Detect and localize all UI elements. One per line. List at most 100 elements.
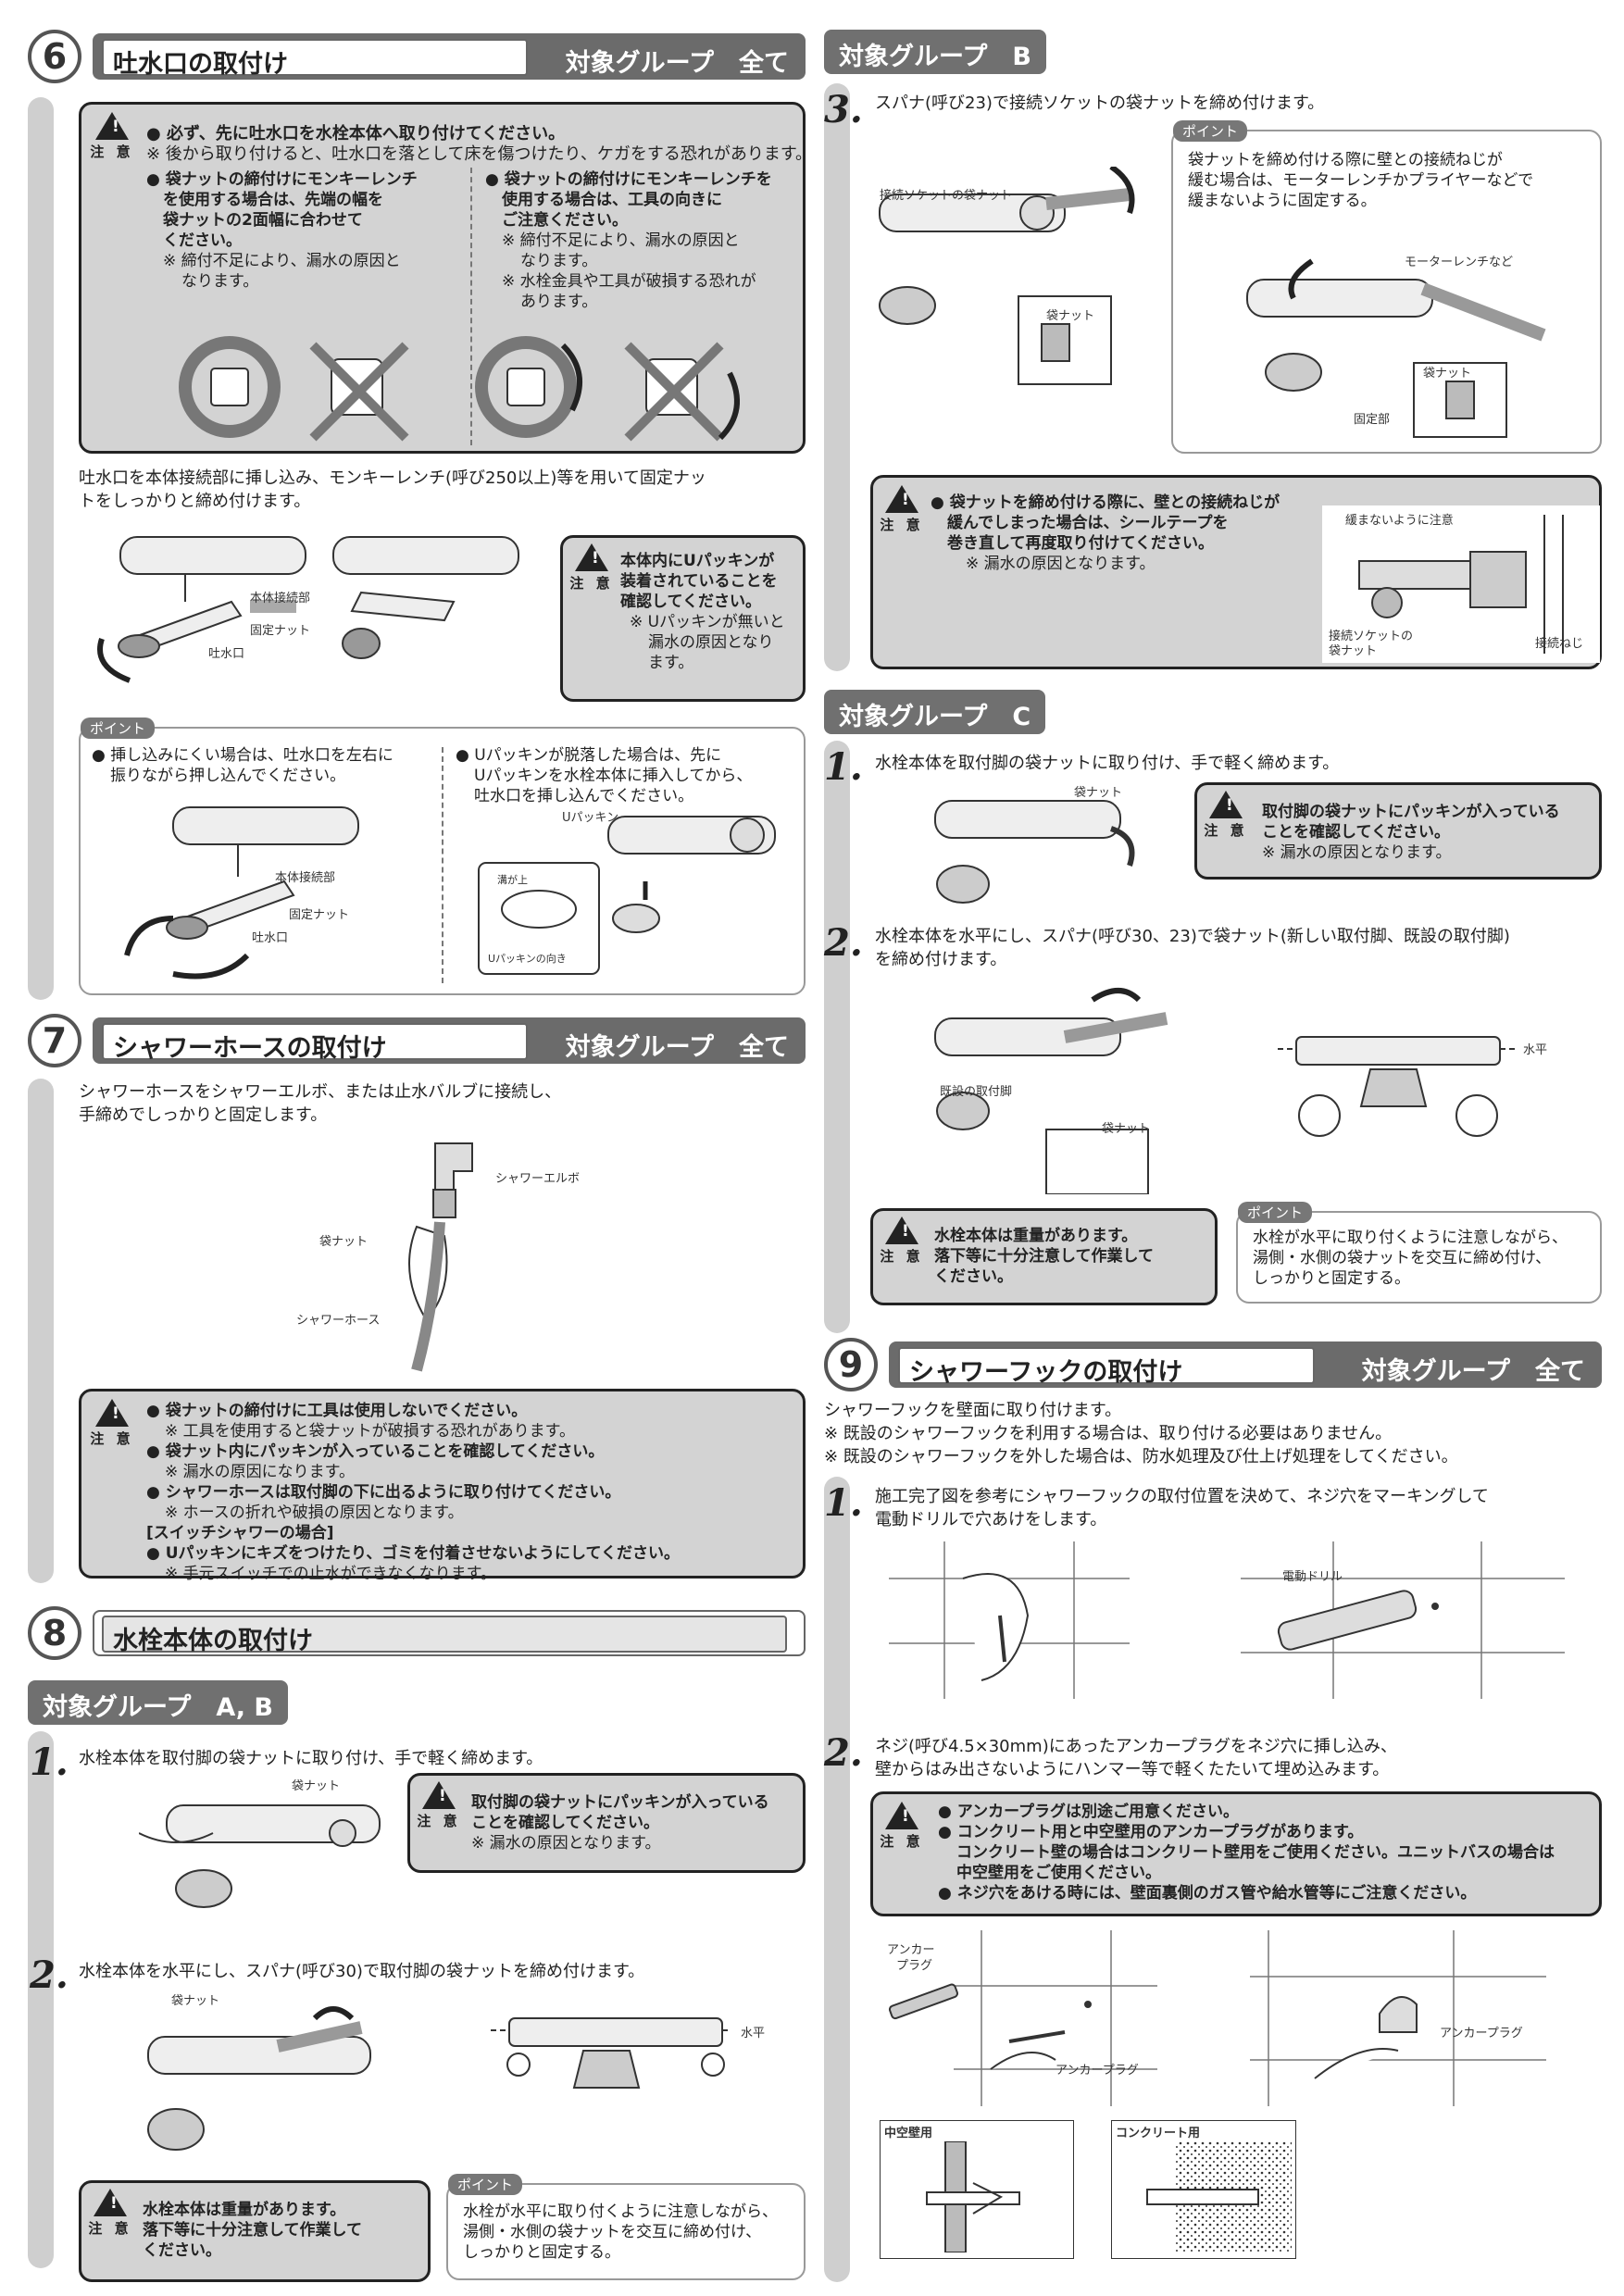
label-fixed-part: 固定部 [1354, 413, 1391, 427]
target-group-tag: 対象グループ A, B [28, 1680, 289, 1725]
label-hollow-wall: 中空壁用 [884, 2127, 933, 2140]
caution-box: !注 意 ● 必ず、先に吐水口を水栓本体へ取り付けてください。 ※ 後から取り付… [79, 102, 812, 454]
caution-box: !注 意 ● アンカープラグは別途ご用意ください。● コンクリート用と中空壁用の… [870, 1791, 1602, 1916]
label-level: 水平 [1523, 1043, 1548, 1057]
step-text: 水栓本体を取付脚の袋ナットに取り付け、手で軽く締めます。 [875, 754, 1340, 773]
instruction-text: 吐水口を本体接続部に挿し込み、モンキーレンチ(呼び250以上)等を用いて固定ナッ [79, 468, 706, 488]
label-anchor-plug: アンカープラグ [1056, 2064, 1139, 2078]
warning-icon: !注 意 [567, 543, 617, 601]
wrong-wrench-left [309, 342, 409, 442]
point-text: 袋ナットを締め付ける際に壁との接続ねじが緩む場合は、モーターレンチかプライヤーな… [1188, 151, 1534, 210]
caution-box: !注 意 ● 袋ナットの締付けに工具は使用しないでください。※ 工具を使用すると… [79, 1389, 806, 1583]
step-text: 水栓本体を水平にし、スパナ(呼び30、23)で袋ナット(新しい取付脚、既設の取付… [875, 927, 1510, 946]
caution-box: !注 意 水栓本体は重量があります。落下等に十分注意して作業してください。 [870, 1208, 1218, 1305]
caution-text-block: 水栓本体は重量があります。落下等に十分注意して作業してください。 [934, 1227, 1154, 1286]
hollow-wall-diagram: 中空壁用 [880, 2120, 1074, 2259]
step-number: 2. [30, 1953, 69, 1997]
label-body-connection: 本体接続部 [275, 871, 336, 885]
correct-wrench-right [475, 336, 582, 438]
instruction-text: トをしっかりと締め付けます。 [79, 492, 311, 511]
step-text: を締め付けます。 [875, 950, 1007, 969]
concrete-anchor-icon [1146, 2141, 1292, 2252]
label-cap-nut: 袋ナット [1423, 367, 1472, 381]
point-text-left: ● 挿し込みにくい場合は、吐水口を左右に振りながら押し込んでください。 [92, 746, 394, 785]
label-do-not-loosen: 緩まないように注意 [1345, 514, 1454, 528]
section-side-bar [28, 97, 54, 1000]
target-group: 対象グループ 全て [565, 1033, 789, 1062]
label-existing-leg: 既設の取付脚 [940, 1085, 1013, 1099]
caution-box: !注 意 取付脚の袋ナットにパッキンが入っていることを確認してください。※ 漏水… [1194, 782, 1602, 880]
label-connection-screw: 接続ねじ [1535, 637, 1584, 651]
instruction-text: ※ 既設のシャワーフックを外した場合は、防水処理及び仕上げ処理をしてください。 [824, 1447, 1458, 1466]
warning-icon: !注 意 [87, 1399, 137, 1456]
step-text: 電動ドリルで穴あけをします。 [875, 1510, 1107, 1529]
caution-text-block: 水栓本体は重量があります。落下等に十分注意して作業してください。 [143, 2201, 362, 2260]
section-side-bar [824, 741, 850, 1333]
label-plug: プラグ [896, 1959, 933, 1973]
loosen-caution-illustration [1322, 505, 1600, 663]
label-fixing-nut: 固定ナット [289, 908, 350, 922]
point-label: ポイント [448, 2174, 523, 2195]
label-fixing-nut: 固定ナット [250, 624, 311, 638]
section-title: 水栓本体の取付け [102, 1616, 787, 1655]
spanner-tighten-illustration [147, 2006, 371, 2151]
section-side-bar [824, 83, 850, 671]
point-text: 水栓が水平に取り付くように注意しながら、湯側・水側の袋ナットを交互に締め付け、し… [463, 2202, 778, 2262]
anchor-insert-illustration [888, 1930, 1546, 2106]
step-number: 2. [824, 1731, 863, 1775]
section-8-header: 8 水栓本体の取付け [28, 1606, 806, 1660]
section-side-bar [824, 1477, 850, 2282]
faucet-hand-illustration [139, 1804, 381, 1908]
section-side-bar [28, 1079, 54, 1583]
socket-nut-illustration [879, 167, 1135, 385]
section-side-bar [28, 1731, 54, 2268]
instruction-text: ※ 既設のシャワーフックを利用する場合は、取り付ける必要はありません。 [824, 1424, 1393, 1443]
section-7-header: 7 シャワーホースの取付け 対象グループ 全て [28, 1014, 806, 1067]
right-column: 対象グループ B 3. スパナ(呼び23)で接続ソケットの袋ナットを締め付けます… [824, 0, 1602, 2296]
label-cap-nut: 袋ナット [1102, 1122, 1151, 1136]
section-title: シャワーフックの取付け [898, 1347, 1315, 1387]
wrong-wrench-right [624, 342, 740, 442]
label-socket: 接続ソケットの [1329, 630, 1414, 643]
target-group: 対象グループ 全て [565, 49, 789, 78]
caution-text-block: ● 袋ナットを締め付ける際に、壁との接続ねじが緩んでしまった場合は、シールテープ… [931, 493, 1280, 573]
step-text: スパナ(呼び23)で接続ソケットの袋ナットを締め付けます。 [875, 94, 1325, 113]
warning-icon: !注 意 [1201, 791, 1251, 848]
caution-text-block: ● アンカープラグは別途ご用意ください。● コンクリート用と中空壁用のアンカープ… [938, 1803, 1555, 1903]
caution-box-upacking: !注 意 本体内にUパッキンが装着されていることを確認してください。※ Uパッキ… [560, 535, 806, 702]
caution-box: !注 意 ● 袋ナットを締め付ける際に、壁との接続ねじが緩んでしまった場合は、シ… [870, 475, 1602, 669]
section-title: シャワーホースの取付け [102, 1023, 528, 1063]
caution-box: !注 意 水栓本体は重量があります。落下等に十分注意して作業してください。 [79, 2180, 431, 2282]
divider [470, 168, 472, 445]
divider [442, 747, 443, 983]
label-socket-nut: 袋ナット [1329, 644, 1378, 658]
point-box: ポイント ● 挿し込みにくい場合は、吐水口を左右に振りながら押し込んでください。… [79, 718, 806, 995]
level-faucet-illustration [491, 2017, 731, 2089]
target-group-tag: 対象グループ C [824, 690, 1046, 734]
label-electric-drill: 電動ドリル [1282, 1570, 1343, 1584]
label-cap-nut: 袋ナット [1074, 786, 1123, 800]
target-group: 対象グループ 全て [1361, 1357, 1585, 1386]
label-shower-elbow: シャワーエルボ [495, 1172, 581, 1186]
step-number: 2. [824, 921, 863, 965]
section-9-header: 9 シャワーフックの取付け 対象グループ 全て [824, 1338, 1602, 1391]
level-faucet-illustration [1278, 1036, 1518, 1137]
step-number: 1. [824, 745, 863, 789]
section-6-header: 6 吐水口の取付け 対象グループ 全て [28, 30, 806, 83]
point-label: ポイント [1238, 1202, 1313, 1223]
label-anchor: アンカー [887, 1943, 935, 1957]
label-motor-wrench: モーターレンチなど [1405, 256, 1514, 269]
caution-text-block: 取付脚の袋ナットにパッキンが入っていることを確認してください。※ 漏水の原因とな… [1262, 803, 1560, 862]
caution-left-col: ● 袋ナットの締付けにモンキーレンチを使用する場合は、先端の幅を袋ナットの2面幅… [146, 170, 418, 291]
point-label: ポイント [1173, 120, 1248, 142]
label-spout: 吐水口 [208, 647, 245, 661]
label-spout: 吐水口 [252, 931, 289, 945]
label-anchor-plug: アンカープラグ [1440, 2027, 1523, 2040]
point-box: ポイント 袋ナットを締め付ける際に壁との接続ねじが緩む場合は、モーターレンチかプ… [1171, 120, 1602, 454]
correct-wrench-left [179, 336, 281, 438]
point-box: ポイント 水栓が水平に取り付くように注意しながら、湯側・水側の袋ナットを交互に締… [1236, 1202, 1602, 1304]
concrete-wall-diagram: コンクリート用 [1111, 2120, 1296, 2259]
spout-swing-illustration [124, 806, 359, 980]
step-text: 水栓本体を取付脚の袋ナットに取り付け、手で軽く締めます。 [79, 1749, 543, 1768]
